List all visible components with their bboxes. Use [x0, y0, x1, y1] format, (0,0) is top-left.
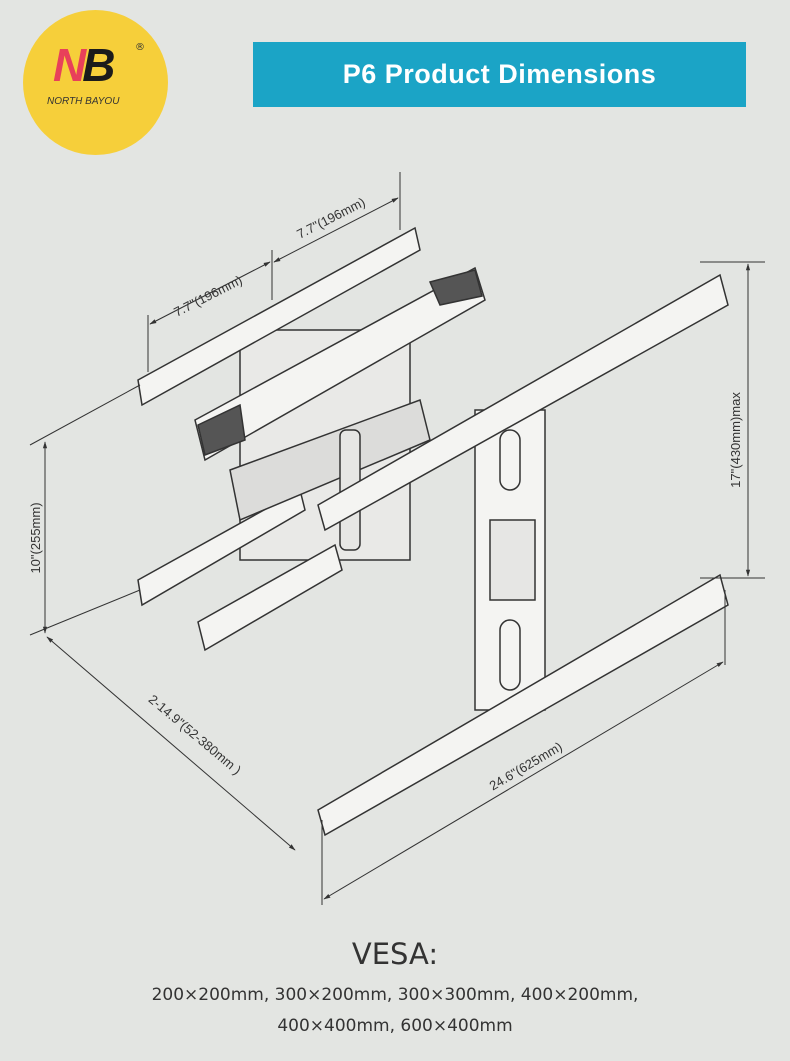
page-title: P6 Product Dimensions — [253, 42, 746, 107]
dim-arm-width-left: 7.7"(196mm) — [171, 272, 244, 319]
logo-brand-name: NORTH BAYOU — [47, 96, 120, 107]
vesa-sizes-line1: 200×200mm, 300×200mm, 300×300mm, 400×200… — [151, 985, 639, 1005]
dim-wall-plate-height: 10"(255mm) — [28, 502, 43, 573]
lower-left-rail — [137, 488, 306, 607]
dim-bracket-width: 24.6"(625mm) — [487, 739, 565, 794]
logo-registered: ® — [135, 42, 145, 53]
upper-left-rail — [137, 226, 421, 407]
vesa-sizes-line2: 400×400mm, 600×400mm — [277, 1016, 513, 1036]
logo-mark: NB — [53, 39, 116, 91]
dim-arm-width-right: 7.7"(196mm) — [294, 194, 367, 241]
tv-mount-drawing — [137, 226, 729, 837]
dim-bracket-height: 17"(430mm)max — [728, 392, 743, 488]
vesa-title: VESA: — [351, 937, 439, 971]
upper-arm — [194, 266, 486, 462]
upper-tv-rail — [317, 273, 729, 532]
brand-logo: NB ® NORTH BAYOU — [23, 10, 168, 155]
